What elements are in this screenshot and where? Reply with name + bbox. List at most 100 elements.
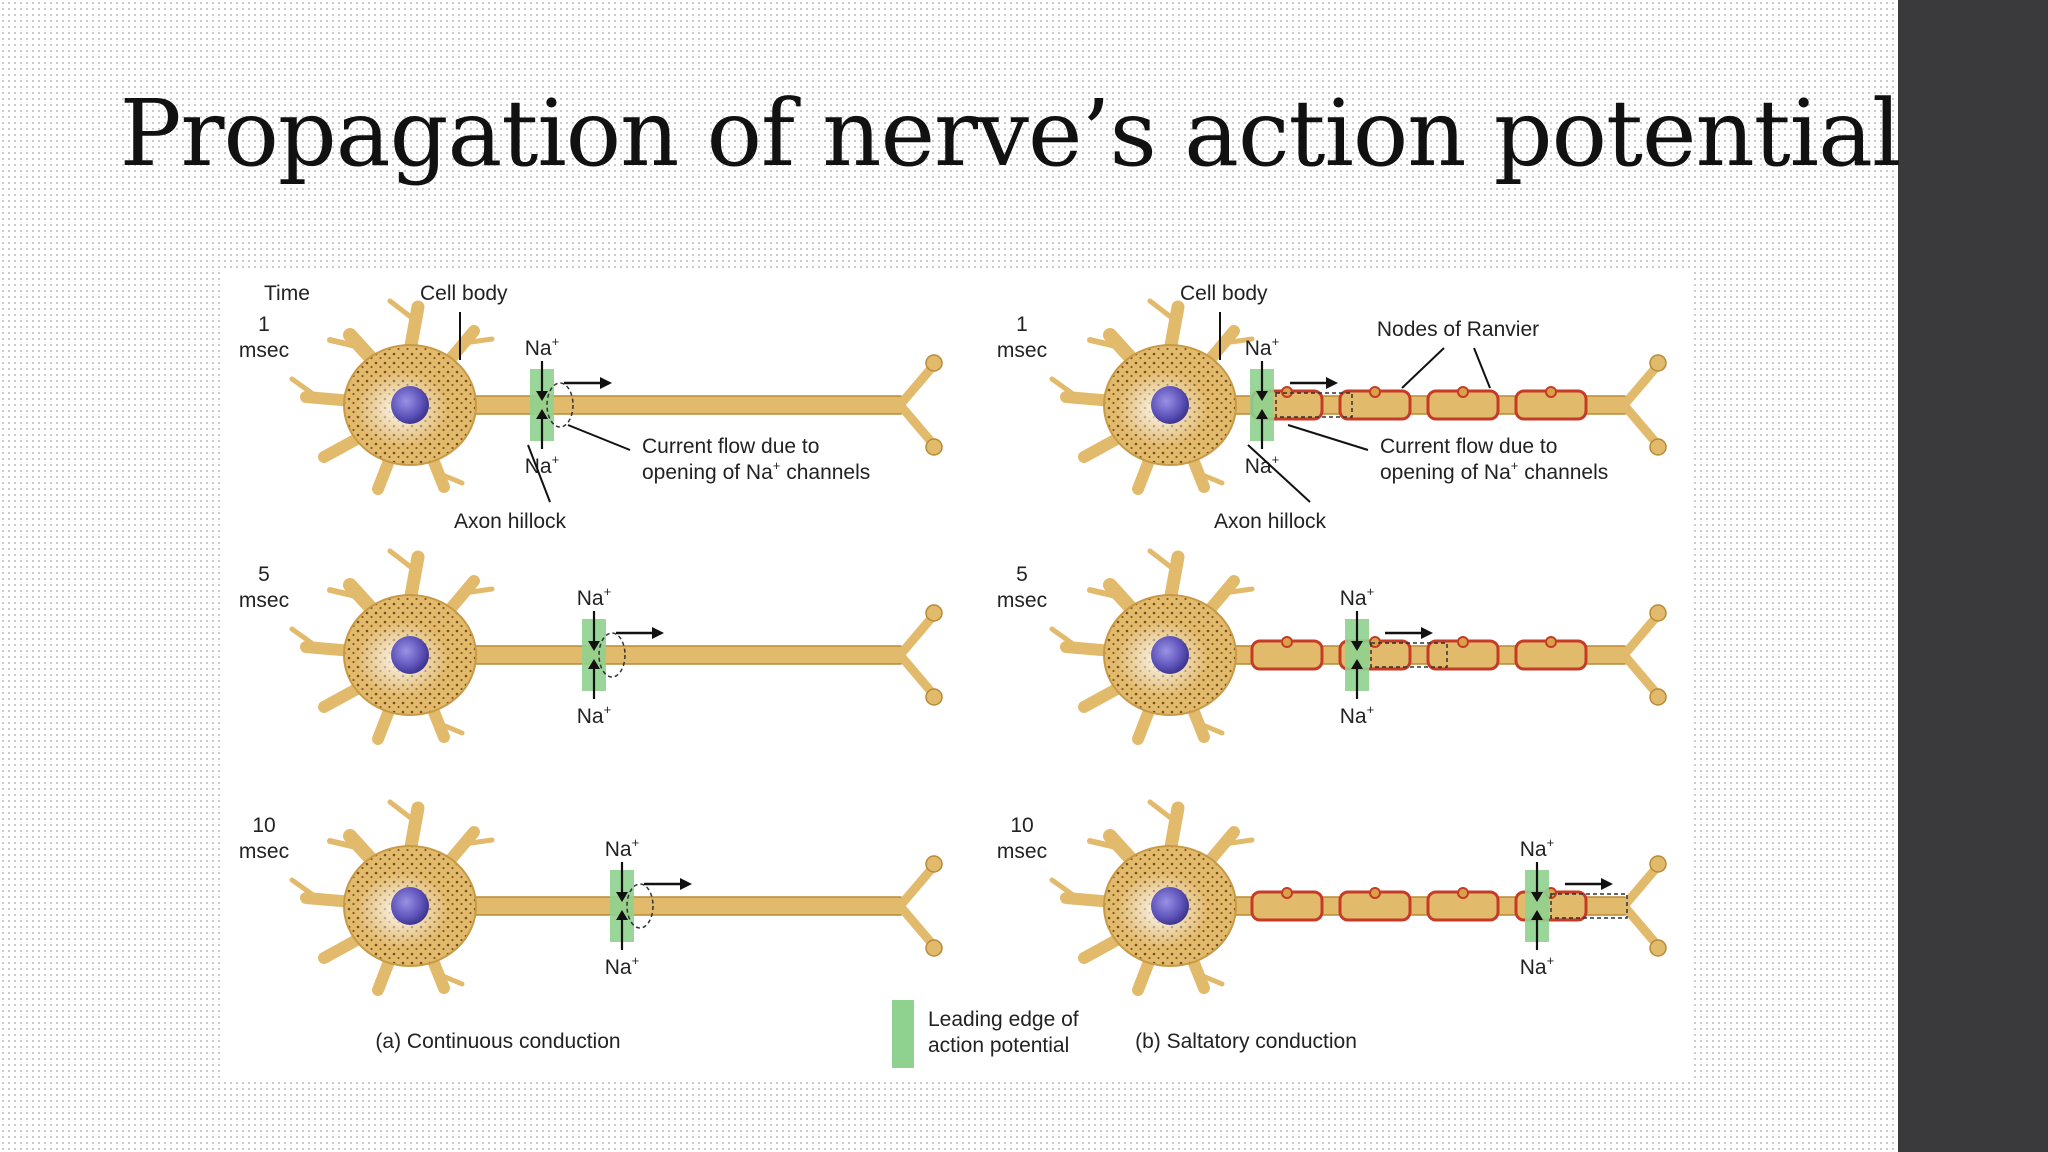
- continuous-row1-na-label-bottom: Na+: [525, 452, 559, 478]
- saltatory-row2-schwann-nucleus-1: [1281, 636, 1293, 648]
- saltatory-row3-terminal-bouton-lower: [1649, 939, 1667, 957]
- continuous-row3-axon: [459, 896, 905, 916]
- continuous-row3-na-influx-top-head: [616, 892, 628, 902]
- nodes-of-ranvier-leader-1: [1401, 347, 1445, 389]
- saltatory-row3-schwann-nucleus-2: [1369, 887, 1381, 899]
- continuous-row1-na-influx-bottom-head: [536, 409, 548, 419]
- saltatory-row1-current-region: [1275, 392, 1353, 418]
- saltatory-row3-time-value: 10: [1010, 814, 1033, 837]
- legend-leading-edge-swatch: [892, 1000, 914, 1068]
- saltatory-row2-cell-body: [1052, 551, 1252, 739]
- saltatory-row3-time-unit: msec: [997, 840, 1047, 863]
- saltatory-row3-na-influx-top-head: [1531, 892, 1543, 902]
- continuous-current-flow-label-line2: opening of Na+ channels: [642, 458, 870, 484]
- saltatory-row2-na-label-top: Na+: [1340, 584, 1374, 610]
- saltatory-row2-propagation-arrow-head: [1421, 627, 1433, 639]
- saltatory-row1-na-label-bottom: Na+: [1245, 452, 1279, 478]
- time-header-label: Time: [264, 282, 310, 305]
- continuous-row3-time-value: 10: [252, 814, 275, 837]
- saltatory-row1-terminal-bouton-upper: [1649, 354, 1667, 372]
- saltatory-row1-terminal-upper: [1619, 360, 1663, 410]
- continuous-row3-terminal-upper: [895, 861, 939, 911]
- saltatory-row3-cell-body: [1052, 802, 1252, 990]
- saltatory-row1-terminal-lower: [1619, 400, 1663, 450]
- saltatory-row2-na-label-bottom: Na+: [1340, 702, 1374, 728]
- slide-title: Propagation of nerve’s action potential: [119, 80, 1902, 187]
- saltatory-row2-terminal-lower: [1619, 650, 1663, 700]
- continuous-row1-terminal-upper: [895, 360, 939, 410]
- saltatory-row1-schwann-nucleus-2: [1369, 386, 1381, 398]
- saltatory-axon-hillock-label: Axon hillock: [1214, 510, 1327, 533]
- saltatory-row3-na-label-top: Na+: [1520, 835, 1554, 861]
- continuous-cell-body-label: Cell body: [420, 282, 508, 305]
- continuous-conduction-caption: (a) Continuous conduction: [375, 1030, 620, 1053]
- saltatory-current-flow-label-line2: opening of Na+ channels: [1380, 458, 1608, 484]
- continuous-row1-axon: [459, 395, 905, 415]
- continuous-row3-terminal-bouton-lower: [925, 939, 943, 957]
- continuous-row2-cell-body: [292, 551, 492, 739]
- saltatory-conduction-caption: (b) Saltatory conduction: [1135, 1030, 1357, 1053]
- saltatory-row3-terminal-lower: [1619, 901, 1663, 951]
- continuous-row2-time-value: 5: [258, 563, 270, 586]
- nodes-of-ranvier-leader-2: [1473, 347, 1491, 389]
- legend-label-line1: Leading edge of: [928, 1008, 1079, 1031]
- continuous-current-flow-leader: [567, 424, 631, 451]
- legend-label-line2: action potential: [928, 1034, 1069, 1057]
- saltatory-row1-time-value: 1: [1016, 313, 1028, 336]
- saltatory-axon-hillock-leader: [1247, 444, 1311, 503]
- saltatory-row3-current-region: [1550, 893, 1628, 919]
- saltatory-row2-terminal-upper: [1619, 610, 1663, 660]
- continuous-row1-time-unit: msec: [239, 339, 289, 362]
- continuous-row3-na-label-bottom: Na+: [605, 953, 639, 979]
- saltatory-cell-body-label: Cell body: [1180, 282, 1268, 305]
- continuous-row1-propagation-arrow-head: [600, 377, 612, 389]
- continuous-row2-time-unit: msec: [239, 589, 289, 612]
- saltatory-row2-terminal-bouton-upper: [1649, 604, 1667, 622]
- continuous-row3-na-label-top: Na+: [605, 835, 639, 861]
- saltatory-row2-na-influx-bottom-head: [1351, 659, 1363, 669]
- saltatory-row2-schwann-nucleus-3: [1457, 636, 1469, 648]
- continuous-axon-hillock-leader: [527, 444, 551, 503]
- continuous-row2-terminal-lower: [895, 650, 939, 700]
- saltatory-row1-schwann-nucleus-1: [1281, 386, 1293, 398]
- side-accent-bar: [1898, 0, 2048, 1152]
- saltatory-row1-propagation-arrow-head: [1326, 377, 1338, 389]
- saltatory-row1-cell-body: [1052, 301, 1252, 489]
- continuous-row2-current-region: [598, 632, 626, 678]
- continuous-row1-current-region: [546, 382, 574, 428]
- continuous-row2-terminal-upper: [895, 610, 939, 660]
- continuous-row1-terminal-bouton-lower: [925, 438, 943, 456]
- saltatory-row1-na-influx-top-head: [1256, 391, 1268, 401]
- saltatory-row3-schwann-nucleus-1: [1281, 887, 1293, 899]
- continuous-row1-time-value: 1: [258, 313, 270, 336]
- saltatory-row2-schwann-nucleus-4: [1545, 636, 1557, 648]
- saltatory-row3-terminal-bouton-upper: [1649, 855, 1667, 873]
- continuous-row2-terminal-bouton-lower: [925, 688, 943, 706]
- continuous-row2-axon: [459, 645, 905, 665]
- saltatory-row3-na-label-bottom: Na+: [1520, 953, 1554, 979]
- continuous-row1-terminal-bouton-upper: [925, 354, 943, 372]
- saltatory-row2-time-unit: msec: [997, 589, 1047, 612]
- saltatory-row3-na-influx-bottom-head: [1531, 910, 1543, 920]
- continuous-row2-na-influx-top-head: [588, 641, 600, 651]
- continuous-row1-na-label-top: Na+: [525, 334, 559, 360]
- saltatory-row3-propagation-arrow-head: [1601, 878, 1613, 890]
- saltatory-row2-na-influx-top-head: [1351, 641, 1363, 651]
- saltatory-row2-terminal-bouton-lower: [1649, 688, 1667, 706]
- continuous-row2-propagation-arrow-head: [652, 627, 664, 639]
- continuous-row1-terminal-lower: [895, 400, 939, 450]
- continuous-row1-cell-body: [292, 301, 492, 489]
- continuous-row1-na-influx-top-head: [536, 391, 548, 401]
- continuous-row3-time-unit: msec: [239, 840, 289, 863]
- saltatory-row1-time-unit: msec: [997, 339, 1047, 362]
- continuous-row3-propagation-arrow-head: [680, 878, 692, 890]
- continuous-row2-na-influx-bottom-head: [588, 659, 600, 669]
- saltatory-row1-terminal-bouton-lower: [1649, 438, 1667, 456]
- saltatory-row1-schwann-nucleus-3: [1457, 386, 1469, 398]
- continuous-row3-current-region: [626, 883, 654, 929]
- continuous-row3-cell-body: [292, 802, 492, 990]
- saltatory-row3-terminal-upper: [1619, 861, 1663, 911]
- saltatory-row2-schwann-nucleus-2: [1369, 636, 1381, 648]
